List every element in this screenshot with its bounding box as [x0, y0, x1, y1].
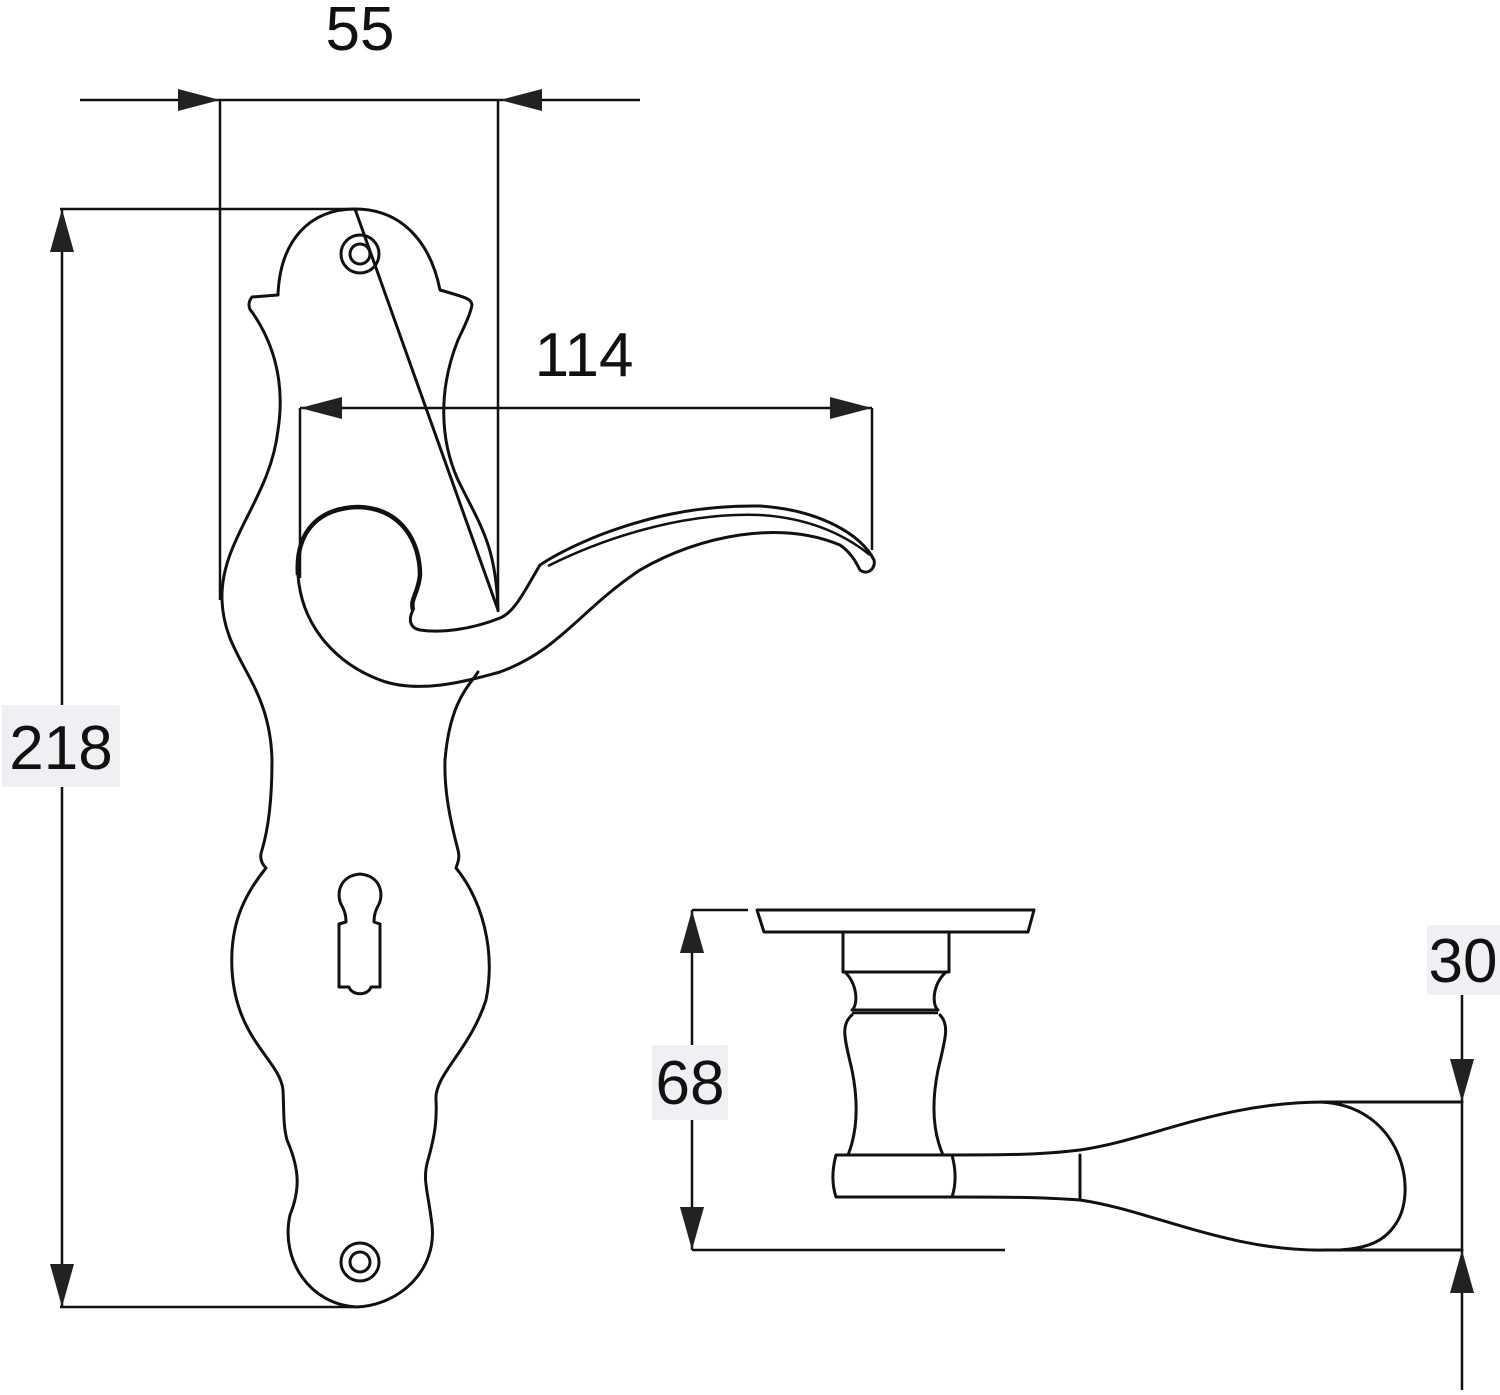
backplate — [220, 207, 500, 1309]
dimension-label-68: 68 — [656, 1049, 725, 1118]
baluster-spindle — [843, 1013, 948, 1157]
spindle-ring — [843, 970, 948, 1012]
dimension-label-55: 55 — [326, 0, 395, 64]
arrow-up-icon — [680, 910, 704, 953]
side-view: 68 30 — [652, 908, 1500, 1390]
arrow-down-icon — [680, 1207, 704, 1250]
arrow-left-icon — [500, 89, 542, 111]
dimension-overall-depth: 68 — [652, 908, 1005, 1252]
lever-grip — [950, 1100, 1464, 1252]
arrow-left-icon — [300, 397, 342, 419]
neck-collar — [841, 930, 951, 974]
dimension-label-30: 30 — [1429, 927, 1498, 996]
keyhole — [337, 872, 383, 996]
dimension-plate-height: 218 — [2, 207, 355, 1309]
rose-flange — [755, 908, 1036, 934]
arrow-down-icon — [50, 1264, 74, 1307]
arrow-right-icon — [830, 397, 872, 419]
arrow-up-icon — [1450, 1250, 1474, 1293]
lever-scroll — [295, 504, 423, 611]
upper-screw-hole-outer — [339, 233, 381, 275]
dimension-plate-width: 55 — [80, 0, 640, 612]
lower-screw-hole-inner — [348, 1250, 372, 1274]
arrow-right-icon — [178, 89, 220, 111]
arrow-up-icon — [50, 209, 74, 252]
lever-highlight — [547, 513, 871, 568]
dimension-lever-projection: 114 — [298, 321, 874, 578]
dimension-label-114: 114 — [535, 321, 634, 390]
lever-hub — [831, 1153, 924, 1199]
dimension-grip-height: 30 — [1427, 925, 1500, 1390]
lever-body — [296, 504, 876, 688]
lower-screw-hole-outer — [339, 1241, 381, 1283]
front-view: 55 218 — [2, 0, 876, 1309]
upper-screw-hole-inner — [348, 242, 372, 266]
dimension-label-218: 218 — [9, 714, 112, 783]
arrow-down-icon — [1450, 1059, 1474, 1102]
